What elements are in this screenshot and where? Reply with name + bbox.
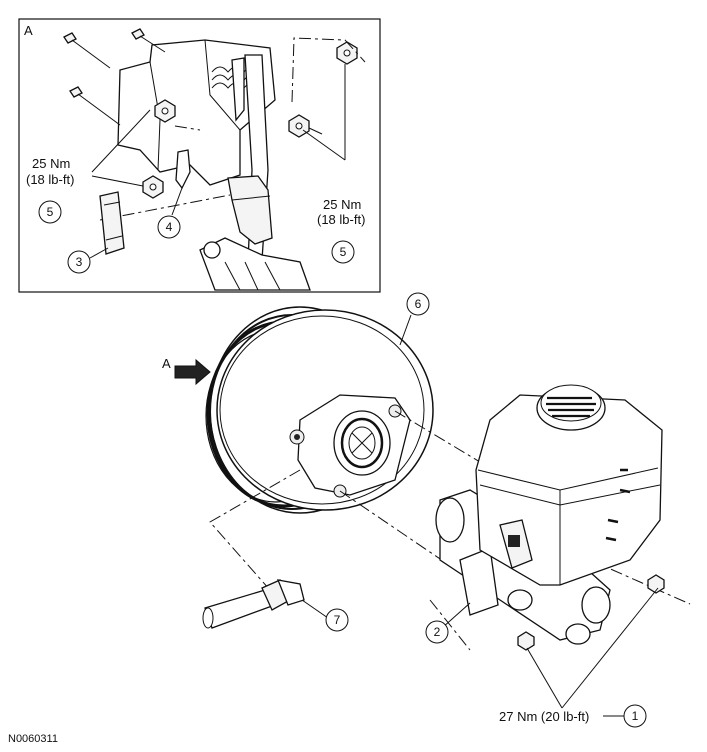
torque-left-lbft: (18 lb-ft) <box>26 172 74 187</box>
bracket-bolts <box>63 28 166 126</box>
svg-text:5: 5 <box>340 245 347 259</box>
vacuum-hose <box>202 579 305 629</box>
master-cylinder <box>435 384 665 651</box>
torque-left-nm: 25 Nm <box>32 156 70 171</box>
view-a-arrow: A <box>162 356 211 386</box>
callout-5-right: 5 <box>331 240 355 264</box>
callout-3: 3 <box>67 250 91 274</box>
callout-2: 2 <box>425 620 449 644</box>
torque-right-lbft: (18 lb-ft) <box>317 212 365 227</box>
svg-text:1: 1 <box>632 709 639 723</box>
brake-pedal-switch <box>227 175 273 245</box>
svg-text:3: 3 <box>76 255 83 269</box>
torque-right-nm: 25 Nm <box>323 197 361 212</box>
inset-view-a: A <box>18 18 381 293</box>
nut-right-lower <box>288 114 323 138</box>
callout-7: 7 <box>325 608 349 632</box>
nut-left-upper <box>154 99 176 123</box>
inset-view-letter: A <box>24 23 33 38</box>
svg-text:7: 7 <box>334 613 341 627</box>
callout-1: 1 <box>623 704 647 728</box>
svg-text:5: 5 <box>47 205 54 219</box>
master-cylinder-nut-left <box>517 631 535 651</box>
callout-6: 6 <box>406 292 430 316</box>
figure-id: N0060311 <box>8 733 58 745</box>
retaining-clip <box>99 191 125 255</box>
svg-text:4: 4 <box>166 220 173 234</box>
svg-text:6: 6 <box>415 297 422 311</box>
brake-booster <box>205 306 434 514</box>
callout-5-left: 5 <box>38 200 62 224</box>
nut-left-lower <box>142 175 164 199</box>
torque-master-cylinder: 27 Nm (20 lb-ft) <box>499 709 589 724</box>
pedal-pin <box>175 149 191 190</box>
master-cylinder-nut-right <box>647 574 665 594</box>
pedal-bracket <box>117 39 311 291</box>
callout-4: 4 <box>157 215 181 239</box>
svg-text:A: A <box>162 356 171 371</box>
svg-text:2: 2 <box>434 625 441 639</box>
